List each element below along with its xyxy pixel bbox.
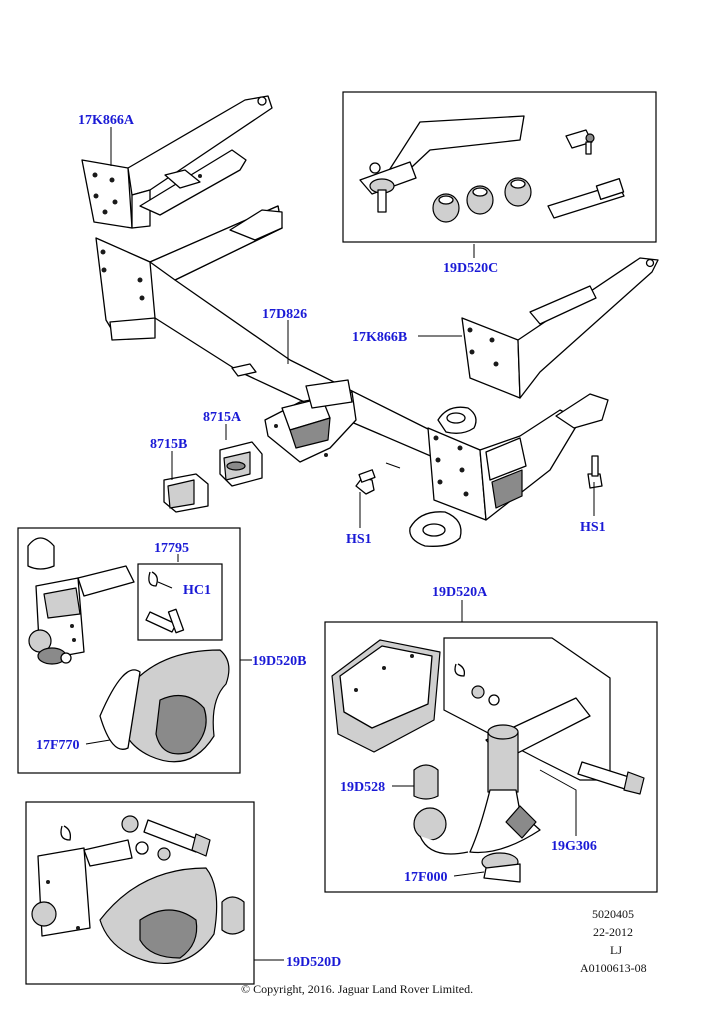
kit-19d520b-parts [27,537,230,763]
leader-lines [85,127,595,961]
callout-19d520c: 19D520C [443,261,498,276]
kit-19d520c-parts [359,115,625,223]
callout-17d826: 17D826 [262,307,307,322]
footer-initials: LJ [610,943,622,957]
callout-hc1: HC1 [183,583,211,598]
kit-17795-box [137,563,223,641]
bolt-hs1-right [587,455,603,489]
callout-19d520a: 19D520A [432,585,488,600]
footer-drawing-id: A0100613-08 [580,961,647,975]
kit-19d520c-box [342,91,657,243]
bolt-hs1-left [355,469,376,495]
callout-17k866b: 17K866B [352,330,407,345]
callout-hs1-left: HS1 [346,532,372,547]
callout-17795: 17795 [154,541,189,556]
plug-8715b [163,473,209,513]
callout-17f000: 17F000 [404,870,448,885]
callout-19d520d: 19D520D [286,955,341,970]
bracket-17k866b [461,257,659,429]
plug-8715a [219,441,263,487]
callout-8715b: 8715B [150,437,187,452]
kit-19d520a-box [324,621,658,893]
callout-19g306: 19G306 [551,839,597,854]
kit-19d520d-box [25,801,255,985]
callout-8715a: 8715A [203,410,242,425]
bracket-17k866a [81,95,273,229]
footer-date: 22-2012 [593,925,633,939]
callout-17f770: 17F770 [36,738,80,753]
footer-ref-number: 5020405 [592,907,634,921]
kit-19d520a-parts [331,639,645,883]
callout-19d520b: 19D520B [252,654,306,669]
crossmember-17d826 [81,95,659,547]
kit-19d520b-box [17,527,241,774]
callout-19d528: 19D528 [340,780,385,795]
kit-19d520d-parts [31,815,245,964]
callout-17k866a: 17K866A [78,113,135,128]
footer-copyright: © Copyright, 2016. Jaguar Land Rover Lim… [241,982,473,996]
callout-hs1-right: HS1 [580,520,606,535]
